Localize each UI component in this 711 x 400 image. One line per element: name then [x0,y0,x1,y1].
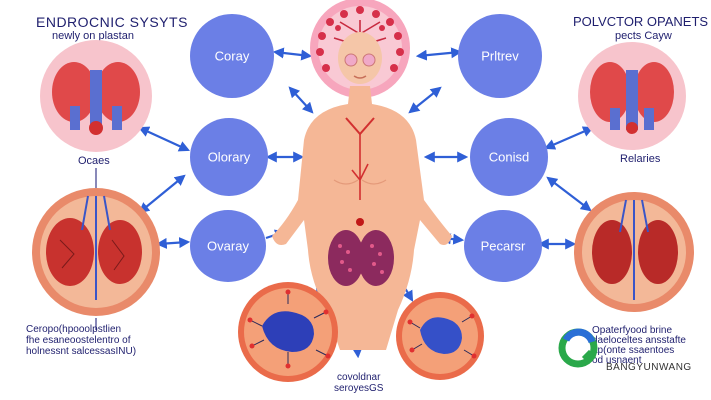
right-organ-label: Relaries [620,153,661,165]
right-caption-line-3: ap(onte ssaentoes [592,345,675,356]
arrow-right-organ-top [543,126,595,150]
left-organ-label: Ocaes [78,155,110,167]
right-caption: Opaterfyood brine daeloceltes ansstafte … [592,326,686,366]
node-low-left[interactable]: Ovaray [190,210,266,282]
node-low-left-label: Ovaray [207,238,249,254]
right-caption-line-1: Opaterfyood brine [592,325,673,336]
arrow-head-left [288,86,314,114]
node-mid-left[interactable]: Olorary [190,118,268,196]
left-caption-line-2: fhe esaneoostelentro of [26,335,131,346]
left-caption: Ceropo(hpooolpstlien fhe esaneoostelentr… [26,324,136,357]
right-header-subtitle: pects Cayw [615,30,672,42]
right-header-title: POLVCTOR OPANETS a [573,14,711,29]
node-mid-right-label: Conisd [488,149,530,165]
arrow-right-organ-mid [546,176,592,212]
arrow-head-right [408,86,442,114]
bottom-caption-line-2: seroyesGS [334,383,384,394]
right-caption-line-2: daeloceltes ansstafte [592,335,686,346]
node-low-right[interactable]: Pecarsr [464,210,542,282]
bottom-caption-line-1: covoldnar [337,372,381,383]
arrow-top-right [415,47,463,61]
bottom-caption: covoldnar seroyesGS [334,372,383,394]
node-top-right[interactable]: Prltrev [458,14,542,98]
node-top-left-label: Coray [214,48,250,64]
node-mid-right[interactable]: Conisd [470,118,548,196]
arrow-left-organ-top [138,126,190,152]
right-header-title-text: POLVCTOR OPANETS [573,14,709,29]
arrow-left-organ-low [155,237,191,249]
node-mid-left-label: Olorary [207,149,251,165]
arrow-top-left [272,47,313,61]
left-header-title: ENDROCNIC SYSYTS [36,14,188,30]
left-caption-line-1: Ceropo(hpooolpstlien [26,324,122,335]
node-low-right-label: Pecarsr [480,238,526,254]
arrow-left-organ-mid [138,174,186,214]
left-caption-line-3: holnessnt salcessasINU) [26,346,137,357]
node-top-left[interactable]: Coray [190,14,274,98]
right-caption-line-4: od usnaent [592,355,642,366]
node-top-right-label: Prltrev [481,48,519,64]
left-header-subtitle: newly on plastan [52,30,134,42]
watermark-text: BANGYUNWANG [606,362,692,373]
